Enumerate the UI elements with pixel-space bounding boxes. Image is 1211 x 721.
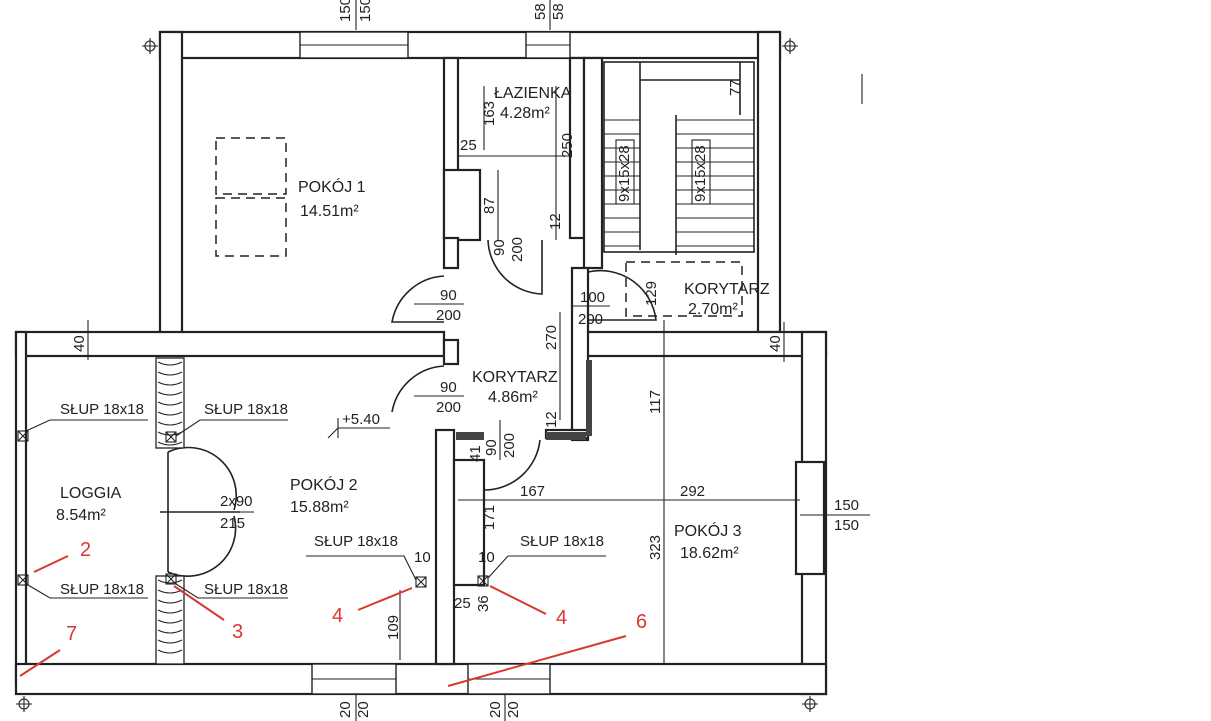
room-area-korytarz-mid: 4.86m²: [488, 389, 538, 406]
dim: 129: [643, 281, 660, 306]
room-name-pokoj3: POKÓJ 3: [674, 521, 742, 540]
skylights: [215, 137, 287, 257]
marker-3: 3: [232, 621, 243, 643]
column-label: SŁUP 18x18: [314, 533, 398, 550]
room-area-pokoj1: 14.51m²: [300, 203, 359, 220]
dim: 200: [509, 237, 526, 262]
marker-4b: 4: [556, 607, 567, 629]
room-area-loggia: 8.54m²: [56, 507, 106, 524]
dim: 87: [481, 197, 498, 214]
column-markers: [17, 430, 489, 588]
column-label: SŁUP 18x18: [520, 533, 604, 550]
dim: 20: [505, 701, 522, 718]
dim: 36: [475, 595, 492, 612]
column-label: SŁUP 18x18: [204, 401, 288, 418]
dimension-lines: [87, 0, 870, 721]
column-labels: SŁUP 18x18 SŁUP 18x18 SŁUP 18x18 SŁUP 18…: [60, 401, 604, 598]
room-name-korytarz-top: KORYTARZ: [684, 281, 770, 298]
dim: 109: [385, 615, 402, 640]
room-name-korytarz-mid: KORYTARZ: [472, 369, 558, 386]
stair-label-left: 9x15x28: [616, 145, 633, 202]
dim: 250: [559, 133, 576, 158]
red-annotations: 2 3 4 4 6 7: [19, 539, 647, 687]
dim: 323: [647, 535, 664, 560]
dim: 292: [680, 483, 705, 500]
marker-7: 7: [66, 623, 77, 645]
dim: 90: [440, 379, 457, 396]
marker-2: 2: [80, 539, 91, 561]
dim: 40: [767, 335, 784, 352]
dim: 167: [520, 483, 545, 500]
dim: 200: [578, 311, 603, 328]
dim: 117: [647, 390, 664, 414]
dim: 20: [337, 701, 354, 718]
dim: 20: [487, 701, 504, 718]
room-area-pokoj3: 18.62m²: [680, 545, 739, 562]
leaders: [25, 419, 606, 599]
column-label: SŁUP 18x18: [204, 581, 288, 598]
interior-walls: [434, 56, 826, 666]
dim: 10: [414, 549, 431, 566]
dim: 171: [481, 505, 498, 530]
room-name-loggia: LOGGIA: [60, 485, 122, 502]
dim: 150: [357, 0, 374, 22]
column-label: SŁUP 18x18: [60, 581, 144, 598]
dim: 150: [337, 0, 354, 22]
dim: 90: [491, 239, 508, 256]
dim: 200: [436, 307, 461, 324]
dim: 25: [454, 595, 471, 612]
room-name-pokoj1: POKÓJ 1: [298, 177, 366, 196]
dim: 20: [355, 701, 372, 718]
dim: 90: [440, 287, 457, 304]
dim: 58: [550, 3, 567, 20]
dim: 150: [834, 497, 859, 514]
room-area-lazienka: 4.28m²: [500, 105, 550, 122]
corner-marks: [16, 38, 863, 712]
stair-label-right: 9x15x28: [692, 145, 709, 202]
dim: 150: [834, 517, 859, 534]
staircase: 9x15x28 9x15x28: [603, 61, 755, 317]
room-name-lazienka: ŁAZIENKA: [494, 85, 572, 102]
dim: 58: [532, 3, 549, 20]
dim: 90: [483, 439, 500, 456]
room-labels: POKÓJ 1 14.51m² ŁAZIENKA 4.28m² KORYTARZ…: [56, 85, 770, 562]
marker-6: 6: [636, 611, 647, 633]
dim: 77: [727, 79, 744, 96]
dim: 200: [436, 399, 461, 416]
room-area-korytarz-top: 2.70m²: [688, 301, 738, 318]
marker-4a: 4: [332, 605, 343, 627]
dim: 200: [501, 433, 518, 458]
dim: 100: [580, 289, 605, 306]
room-area-pokoj2: 15.88m²: [290, 499, 349, 516]
room-name-pokoj2: POKÓJ 2: [290, 475, 358, 494]
dim: 41: [467, 445, 484, 462]
level-mark: +5.40: [342, 411, 380, 428]
dimension-texts: 150 150 58 58 150 150 20 20 20 20 163 25…: [71, 0, 859, 718]
dim: 25: [460, 137, 477, 154]
dim: 270: [543, 325, 560, 350]
dim: 12: [547, 213, 564, 230]
windows: [299, 31, 571, 695]
dim: 2x90: [220, 493, 253, 510]
column-label: SŁUP 18x18: [60, 401, 144, 418]
dim: 10: [478, 549, 495, 566]
dim: 12: [543, 411, 560, 428]
dim: 163: [481, 101, 498, 126]
dim: 215: [220, 515, 245, 532]
dim: 40: [71, 335, 88, 352]
